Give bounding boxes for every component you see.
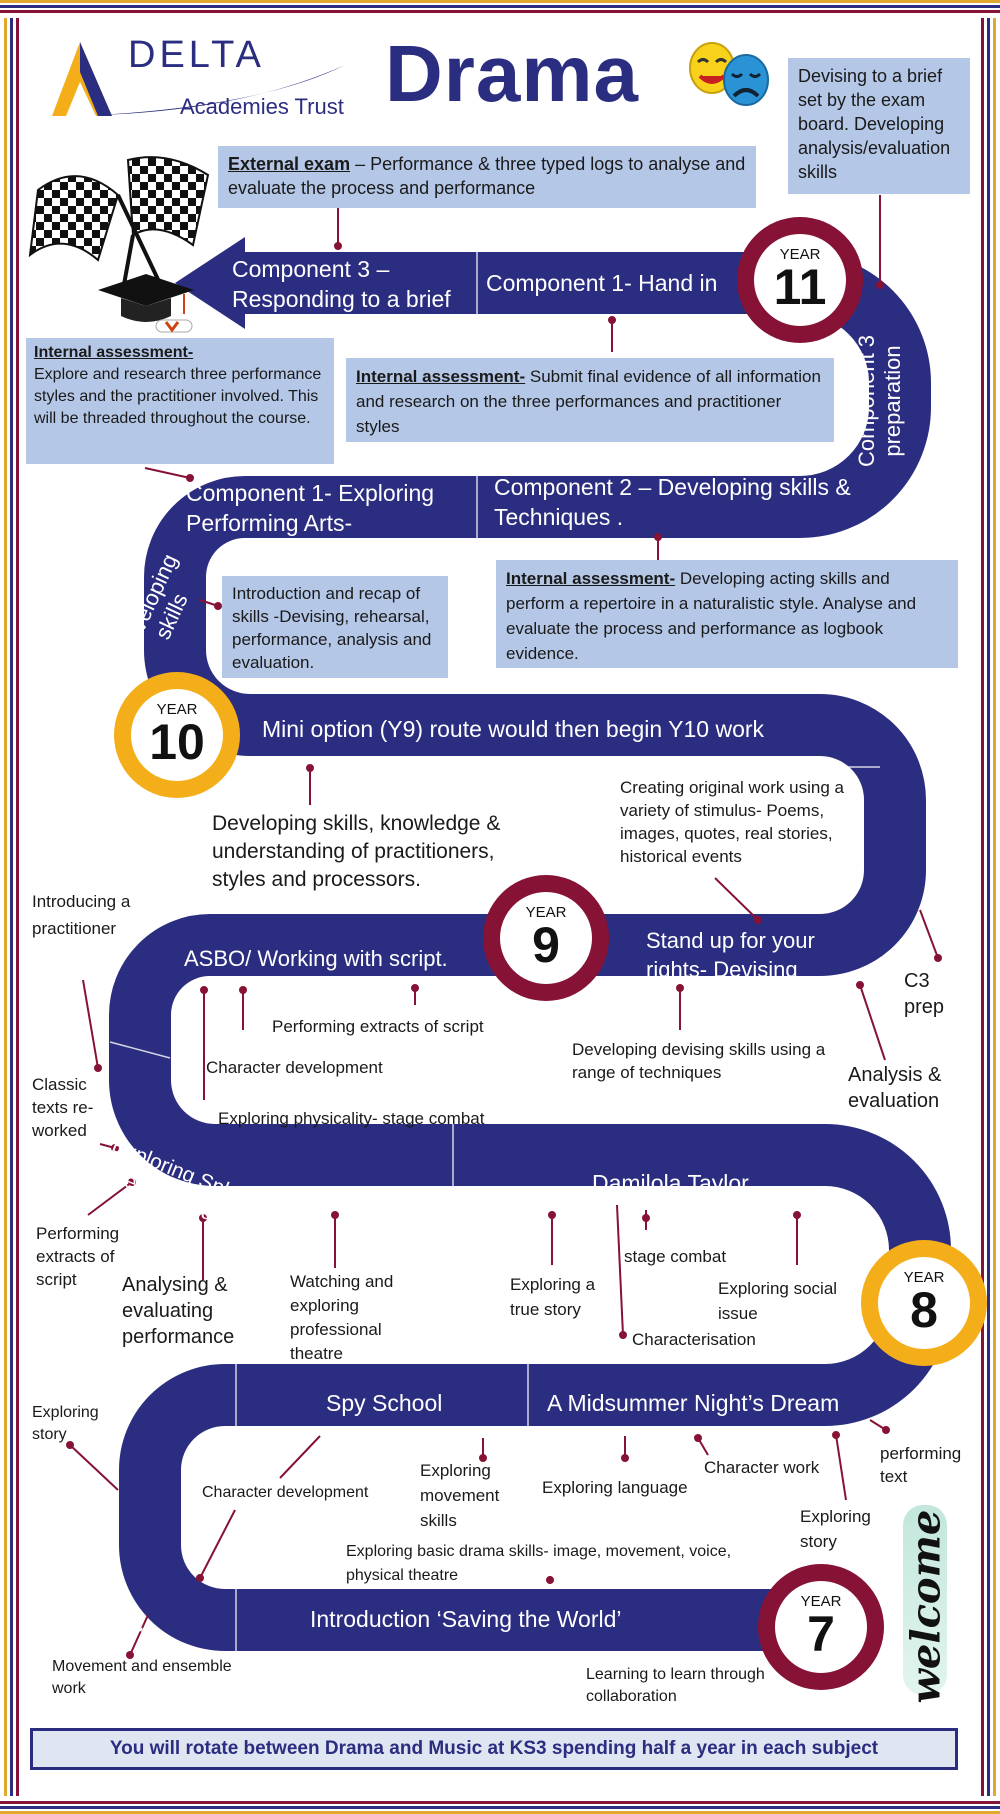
- basic-skills-text: Exploring basic drama skills- image, mov…: [346, 1543, 732, 1584]
- character-development-y7-text: Character development: [202, 1484, 369, 1501]
- analysis-evaluation-text: Analysis & evaluation: [848, 1064, 942, 1112]
- component1-exploring-label: Component 1- Exploring Performing Arts-: [186, 480, 435, 536]
- learning-text: Learning to learn through collaboration: [586, 1666, 765, 1705]
- frame-bottom: [0, 1796, 1000, 1814]
- year11-number: 11: [773, 259, 827, 315]
- internal-assessment-mid-box: Internal assessment- Submit final eviden…: [346, 358, 834, 442]
- theatre-masks-icon: [689, 42, 769, 106]
- component3-label: Component 3 – Responding to a brief: [232, 256, 451, 312]
- component2-label: Component 2 – Developing skills & Techni…: [494, 474, 851, 530]
- component3-prep-vertical: Component 3 preparation: [854, 334, 905, 468]
- delta-logo-mark: [52, 42, 112, 116]
- asbo-label: ASBO/ Working with script.: [184, 946, 448, 971]
- c3-prep-text: C3 prep: [904, 970, 945, 1018]
- year11-badge: YEAR 11: [737, 217, 863, 343]
- year10-label: YEAR: [156, 701, 198, 718]
- devising-brief-box: Devising to a brief set by the exam boar…: [788, 58, 970, 194]
- character-development-y9-text: Character development: [206, 1058, 383, 1077]
- component1-hand-in-label: Component 1- Hand in: [486, 270, 718, 296]
- year7-label: YEAR: [800, 1593, 842, 1610]
- stand-up-label: Stand up for your rights- Devising: [646, 928, 815, 982]
- year9-label: YEAR: [525, 904, 567, 921]
- exploring-story-left-text: Exploring story: [32, 1404, 99, 1443]
- intro-recap-box: Introduction and recap of skills -Devisi…: [222, 576, 448, 678]
- road-year10: [144, 476, 926, 976]
- footer-text: You will rotate between Drama and Music …: [109, 1738, 879, 1759]
- logo-subtitle: Academies Trust: [180, 94, 344, 119]
- analysing-performance-text: Analysing & evaluating performance: [122, 1274, 235, 1348]
- year9-number: 9: [532, 917, 560, 973]
- exploring-language-text: Exploring language: [542, 1478, 688, 1497]
- midsummer-label: A Midsummer Night’s Dream: [547, 1390, 840, 1416]
- logo-name: DELTA: [128, 34, 265, 76]
- internal-assessment-c2-box: Internal assessment- Developing acting s…: [496, 560, 958, 668]
- true-story-text: Exploring a true story: [510, 1275, 596, 1319]
- ensemble-text: Movement and ensemble work: [52, 1658, 232, 1697]
- exploring-story-right-text: Exploring story: [800, 1507, 871, 1551]
- mini-option-label: Mini option (Y9) route would then begin …: [262, 716, 765, 742]
- damilola-label: Damilola Taylor: [592, 1170, 749, 1196]
- year7-number: 7: [807, 1606, 835, 1662]
- year8-label: YEAR: [903, 1269, 945, 1286]
- characterisation-text: Characterisation: [632, 1330, 756, 1349]
- spy-school-label: Spy School: [326, 1390, 443, 1416]
- social-issue-text: Exploring social issue: [718, 1279, 838, 1323]
- performing-extracts-y8-text: Performing extracts of script: [36, 1224, 120, 1289]
- stage-combat-text: stage combat: [624, 1247, 727, 1266]
- character-work-text: Character work: [704, 1458, 820, 1477]
- watching-theatre-text: Watching and exploring professional thea…: [290, 1272, 394, 1363]
- introducing-practitioner-text: Introducing a practitioner: [32, 892, 131, 938]
- internal-assessment-left-box: Internal assessment-Explore and research…: [26, 338, 334, 464]
- road-year9: [109, 914, 825, 1186]
- movement-skills-text: Exploring movement skills: [420, 1461, 500, 1530]
- saving-world-label: Introduction ‘Saving the World’: [310, 1606, 622, 1632]
- road-arrowhead: [175, 237, 245, 329]
- performing-text-text: performing text: [880, 1444, 962, 1486]
- creating-original-text: Creating original work using a variety o…: [620, 778, 844, 866]
- year9-badge: YEAR 9: [483, 875, 609, 1001]
- welcome-text: welcome: [902, 1509, 950, 1704]
- welcome-sign: welcome: [895, 1505, 955, 1705]
- classic-texts-text: Classic texts re-worked: [32, 1075, 94, 1140]
- chequered-flags-icon: [28, 156, 210, 291]
- footer-banner: You will rotate between Drama and Music …: [30, 1728, 958, 1770]
- year11-label: YEAR: [779, 246, 821, 263]
- year10-badge: YEAR 10: [114, 672, 240, 798]
- year8-badge: YEAR 8: [861, 1240, 987, 1366]
- external-exam-box: External exam – Performance & three type…: [218, 146, 756, 208]
- performing-extracts-y9-text: Performing extracts of script: [272, 1017, 484, 1036]
- road-year7: [119, 1364, 790, 1651]
- graduation-cap-icon: [98, 274, 194, 333]
- year7-badge: YEAR 7: [758, 1564, 884, 1690]
- frame-top: [0, 0, 1000, 18]
- page-title: Drama: [385, 29, 640, 118]
- devising-skills-text: Developing devising skills using a range…: [572, 1040, 826, 1082]
- year10-number: 10: [149, 714, 205, 770]
- physicality-text: Exploring physicality- stage combat: [218, 1109, 485, 1128]
- frame-left: [4, 18, 22, 1796]
- year8-number: 8: [910, 1282, 938, 1338]
- developing-knowledge-text: Developing skills, knowledge & understan…: [212, 812, 501, 891]
- frame-right: [978, 18, 996, 1796]
